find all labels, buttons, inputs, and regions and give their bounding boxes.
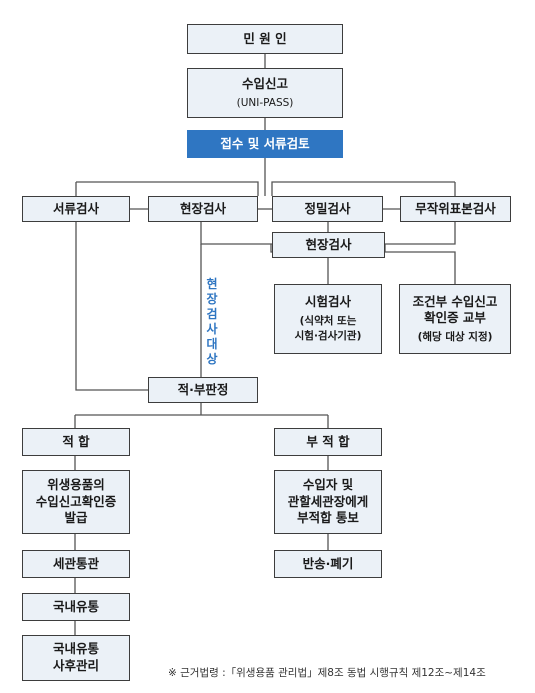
pass-label: 적 합 — [62, 433, 90, 449]
import-report-node: 수입신고 (UNI-PASS) — [187, 68, 343, 118]
conditional-line1: 조건부 수입신고 — [412, 293, 498, 309]
customs-node: 세관통관 — [22, 550, 130, 578]
notify-node: 수입자 및 관할세관장에게 부적합 통보 — [274, 470, 382, 534]
unlabeled-inspection-label: 무작위표본검사 — [415, 200, 496, 216]
site-inspection-mid-label: 현장검사 — [305, 236, 352, 252]
site-target-label: 현장검사대상 — [206, 277, 218, 366]
issue-certificate-node: 위생용품의 수입신고확인증 발급 — [22, 470, 130, 534]
precise-inspection-label: 정밀검사 — [304, 200, 351, 216]
receipt-review-label: 접수 및 서류검토 — [220, 135, 310, 151]
domestic-label: 국내유통 — [52, 598, 99, 614]
site-inspection-top-node: 현장검사 — [148, 196, 258, 222]
return-dispose-node: 반송·폐기 — [274, 550, 382, 578]
precise-inspection-node: 정밀검사 — [272, 196, 383, 222]
domestic-node: 국내유통 — [22, 593, 130, 621]
post-management-node: 국내유통 사후관리 — [22, 635, 130, 681]
applicant-node: 민 원 인 — [187, 24, 343, 54]
notify-line2: 관할세관장에게 — [287, 493, 369, 509]
conditional-sub: (해당 대상 지정) — [417, 331, 493, 344]
notify-line3: 부적합 통보 — [297, 510, 359, 526]
judgment-node: 적·부판정 — [148, 377, 258, 403]
issue-line3: 발급 — [64, 510, 88, 526]
post-line2: 사후관리 — [52, 658, 99, 673]
legal-basis-footnote: ※ 근거법령 :「위생용품 관리법」제8조 동법 시행규칙 제12조~제14조 — [168, 667, 486, 679]
lab-test-node: 시험검사 (식약처 또는 시험·검사기관) — [274, 284, 382, 354]
judgment-label: 적·부판정 — [177, 381, 229, 397]
import-report-sub: (UNI-PASS) — [236, 96, 294, 109]
site-inspection-mid-node: 현장검사 — [272, 232, 385, 258]
notify-line1: 수입자 및 — [302, 476, 354, 492]
lab-test-sub1: (식약처 또는 — [299, 315, 357, 328]
lab-test-label: 시험검사 — [304, 294, 351, 310]
fail-node: 부 적 합 — [274, 428, 382, 456]
conditional-line2: 확인증 교부 — [424, 310, 486, 326]
issue-line1: 위생용품의 — [47, 476, 105, 492]
pass-node: 적 합 — [22, 428, 130, 456]
conditional-node: 조건부 수입신고 확인증 교부 (해당 대상 지정) — [399, 284, 511, 354]
site-inspection-top-label: 현장검사 — [179, 200, 226, 216]
issue-line2: 수입신고확인증 — [35, 493, 117, 509]
post-line1: 국내유통 — [52, 641, 99, 657]
return-dispose-label: 반송·폐기 — [302, 555, 354, 571]
applicant-label: 민 원 인 — [243, 30, 287, 46]
unlabeled-inspection-node: 무작위표본검사 — [400, 196, 511, 222]
lab-test-sub2: 시험·검사기관) — [294, 330, 362, 343]
fail-label: 부 적 합 — [306, 433, 350, 449]
doc-inspection-label: 서류검사 — [52, 200, 99, 216]
customs-label: 세관통관 — [52, 555, 99, 571]
import-report-label: 수입신고 — [241, 75, 288, 91]
receipt-review-node: 접수 및 서류검토 — [187, 130, 343, 158]
doc-inspection-node: 서류검사 — [22, 196, 130, 222]
